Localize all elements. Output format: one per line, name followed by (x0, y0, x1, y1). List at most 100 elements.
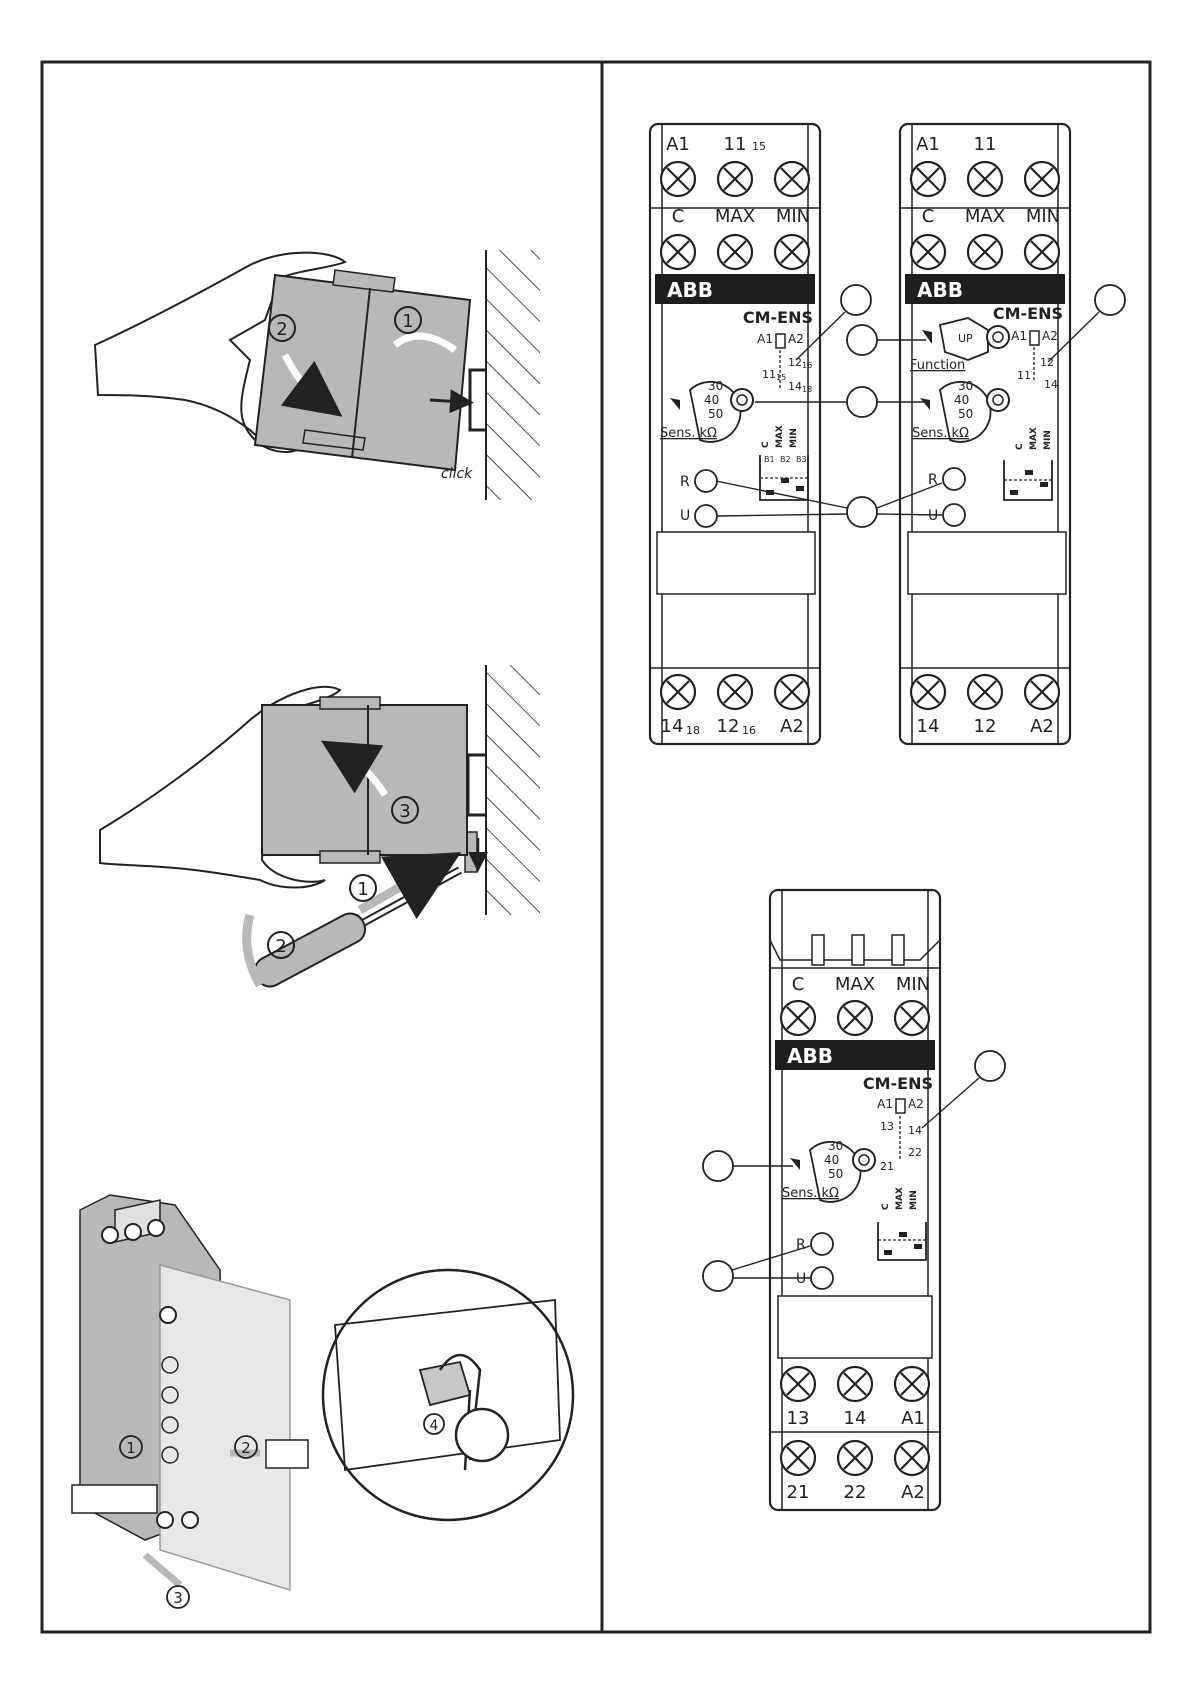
left-sens-label: Sens. kΩ (660, 426, 717, 441)
bottom-contact-13: 13 (880, 1120, 894, 1133)
device-bottom: C MAX MIN ABB CM-ENS A1 A2 13 14 21 22 3… (768, 888, 942, 1512)
right-model-name: CM-ENS (993, 304, 1063, 323)
left-marker-label-area[interactable] (656, 531, 816, 595)
bottom-screw-22[interactable] (836, 1439, 874, 1477)
left-screw-c[interactable] (659, 233, 697, 271)
right-screw-c[interactable] (909, 233, 947, 271)
right-screw-min[interactable] (1023, 233, 1061, 271)
callout-relay-bottom (974, 1050, 1006, 1082)
right-screw-11[interactable] (966, 160, 1004, 198)
right-probe-label-max: MAX (965, 206, 1005, 227)
left-led-u (694, 504, 718, 528)
bottom-screw-min[interactable] (893, 999, 931, 1037)
device-left: A1 11 15 C MAX MIN ABB CM-ENS A1 A2 11 1… (648, 122, 822, 746)
left-screw-a1[interactable] (659, 160, 697, 198)
bottom-coil-a1: A1 (877, 1097, 893, 1111)
bottom-level-max: MAX (895, 1187, 905, 1210)
right-marker-label-area[interactable] (907, 531, 1067, 595)
bottom-coil-a2: A2 (908, 1097, 924, 1111)
sealing-figure: 1 2 3 4 (71, 1194, 575, 1609)
removal-step-3: 3 (399, 801, 410, 822)
mount-step-2: 2 (276, 319, 287, 340)
right-bottom-label-12: 12 (974, 716, 997, 737)
left-pin-b1: B1 (764, 455, 775, 464)
left-probe-label-max: MAX (715, 206, 755, 227)
right-probe-label-c: C (922, 206, 935, 227)
click-label: click (441, 466, 473, 482)
right-led-r (942, 467, 966, 491)
right-level-c: C (1015, 443, 1025, 450)
seal-step-4: 4 (430, 1418, 439, 1434)
left-screw-a2[interactable] (773, 673, 811, 711)
bottom-led-u (810, 1266, 834, 1290)
seal-step-1: 1 (126, 1439, 136, 1457)
removal-step-1-badge (349, 874, 377, 902)
left-probe-label-min: MIN (776, 206, 810, 227)
right-screw-max[interactable] (966, 233, 1004, 271)
bottom-probe-label-min: MIN (896, 974, 930, 995)
bottom-row2-label-22: 22 (844, 1482, 867, 1503)
bottom-led-u-label: U (796, 1271, 806, 1287)
left-scale-30: 30 (708, 379, 723, 393)
right-screw-12[interactable] (966, 673, 1004, 711)
right-screw-a1[interactable] (909, 160, 947, 198)
left-led-r (694, 469, 718, 493)
left-pin-b3: B3 (796, 455, 807, 464)
removal-step-2: 2 (275, 936, 286, 957)
bottom-row2-label-21: 21 (787, 1482, 810, 1503)
bottom-brand-logo: ABB (787, 1044, 833, 1068)
right-top-label-11: 11 (974, 134, 997, 155)
right-level-min: MIN (1043, 430, 1053, 450)
left-level-min: MIN (789, 428, 799, 448)
left-scale-40: 40 (704, 393, 719, 407)
seal-step-3: 3 (173, 1589, 183, 1607)
mount-step-1-badge (394, 306, 422, 334)
right-contact-11: 11 (1017, 369, 1031, 382)
right-up-label: UP (958, 332, 973, 345)
page-frame (40, 60, 1152, 1634)
bottom-screw-21[interactable] (779, 1439, 817, 1477)
left-coil-a1: A1 (757, 332, 773, 346)
callout-function (846, 324, 878, 356)
left-screw-max[interactable] (716, 233, 754, 271)
bottom-screw-13[interactable] (779, 1365, 817, 1403)
bottom-screw-max[interactable] (836, 999, 874, 1037)
seal-step-4-badge (423, 1413, 445, 1435)
seal-step-2: 2 (241, 1439, 251, 1457)
left-bottom-label-a2: A2 (780, 716, 804, 737)
left-screw-min[interactable] (773, 233, 811, 271)
left-coil-a2: A2 (788, 332, 804, 346)
bottom-screw-a2[interactable] (893, 1439, 931, 1477)
right-screw-a2[interactable] (1023, 673, 1061, 711)
left-top-label-a1: A1 (666, 134, 690, 155)
left-led-r-label: R (680, 474, 690, 490)
left-level-max: MAX (775, 425, 785, 448)
bottom-screw-a1[interactable] (893, 1365, 931, 1403)
left-screw-14[interactable] (659, 673, 697, 711)
right-led-u-label: U (928, 508, 938, 524)
right-scale-50: 50 (958, 407, 973, 421)
left-screw-11[interactable] (716, 160, 754, 198)
bottom-screw-c[interactable] (779, 999, 817, 1037)
left-contact-18: 18 (802, 385, 812, 394)
right-screw-14[interactable] (909, 673, 947, 711)
right-sens-label: Sens. kΩ (912, 426, 969, 441)
left-led-u-label: U (680, 508, 690, 524)
bottom-contact-21: 21 (880, 1160, 894, 1173)
bottom-screw-14[interactable] (836, 1365, 874, 1403)
mount-step-1: 1 (402, 311, 413, 332)
left-screw-top3[interactable] (773, 160, 811, 198)
right-screw-top3[interactable] (1023, 160, 1061, 198)
left-contact-12: 12 (788, 356, 802, 369)
removal-step-2-badge (267, 931, 295, 959)
left-bottom-label-16: 16 (742, 724, 756, 737)
left-brand-bar (655, 274, 815, 304)
removal-step-1: 1 (357, 879, 368, 900)
right-led-u (942, 503, 966, 527)
bottom-marker-label-area[interactable] (777, 1295, 933, 1359)
seal-step-2-badge (234, 1435, 258, 1459)
callout-leds (846, 496, 878, 528)
left-screw-12[interactable] (716, 673, 754, 711)
left-model-name: CM-ENS (743, 308, 813, 327)
